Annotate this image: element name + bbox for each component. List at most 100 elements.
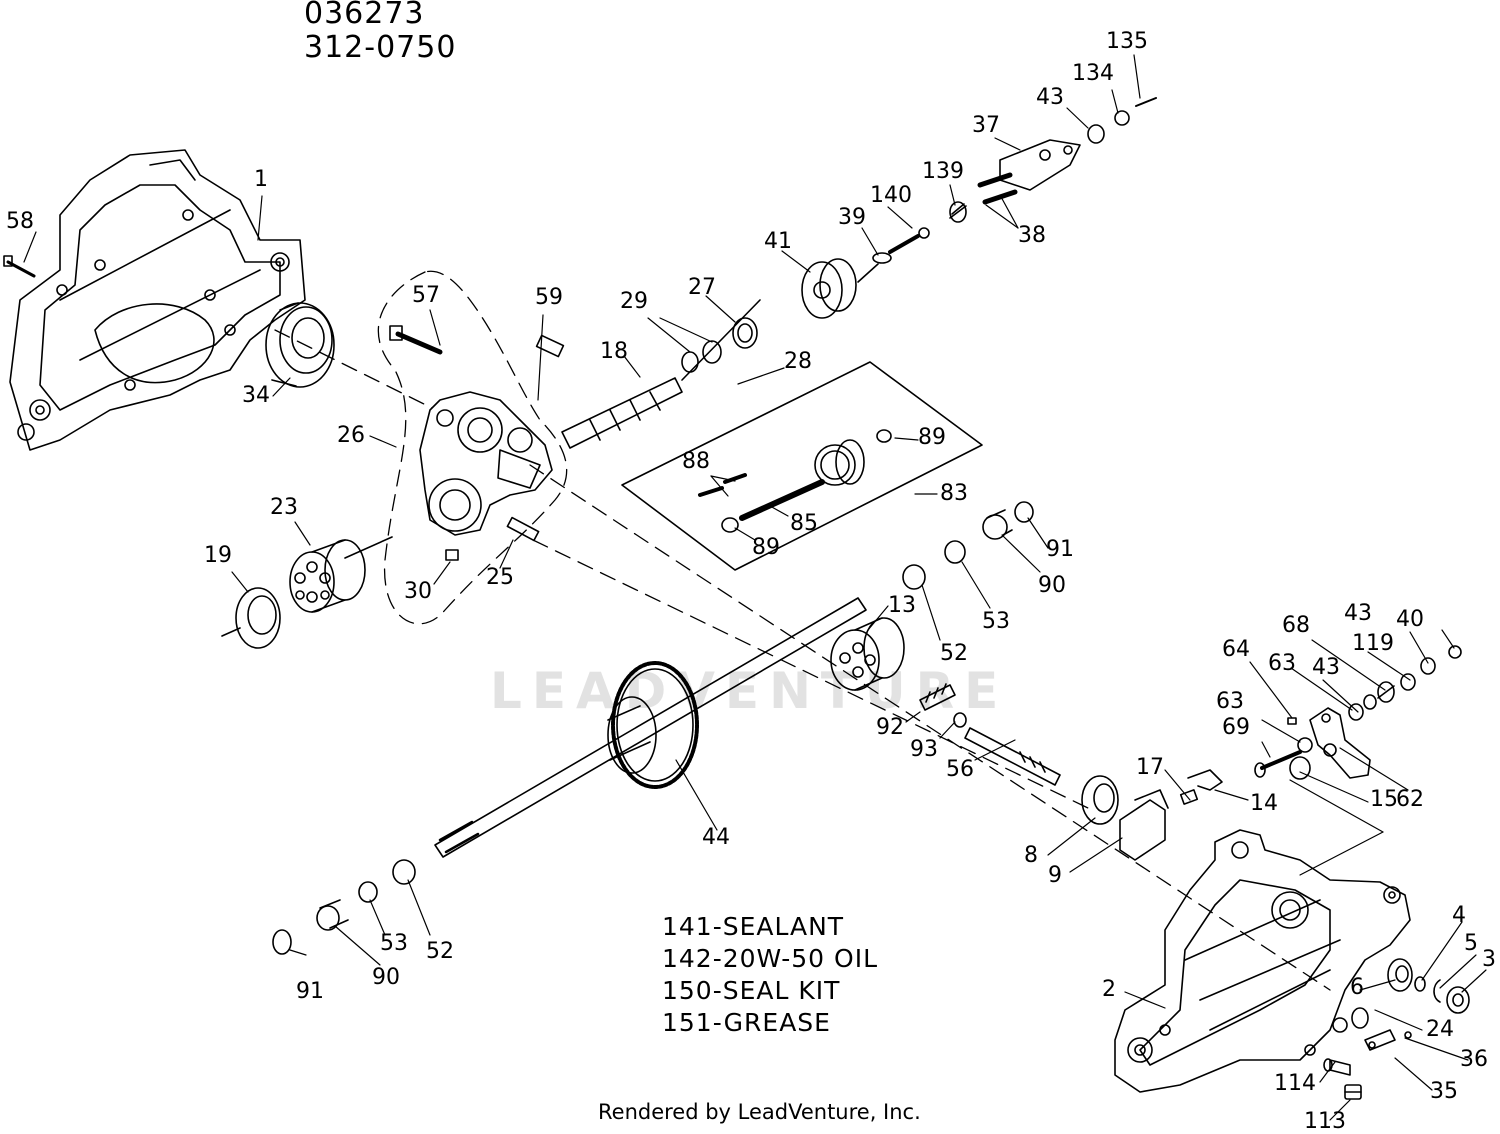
callout-69[interactable]: 69 <box>1222 715 1250 740</box>
washer-53-upper <box>944 540 966 564</box>
diagram-number: 036273 <box>304 0 425 31</box>
callout-3[interactable]: 3 <box>1482 947 1496 972</box>
callout-53-lower[interactable]: 53 <box>380 931 408 956</box>
callout-43-mid[interactable]: 43 <box>1312 655 1340 680</box>
pin-39 <box>872 252 892 264</box>
callout-24[interactable]: 24 <box>1426 1017 1454 1042</box>
callout-2[interactable]: 2 <box>1102 977 1116 1002</box>
ring-gear-44 <box>607 661 699 789</box>
callout-36[interactable]: 36 <box>1460 1047 1488 1072</box>
callout-17[interactable]: 17 <box>1136 755 1164 780</box>
callout-89-bottom[interactable]: 89 <box>752 535 780 560</box>
ring-4 <box>1414 976 1426 992</box>
spacer-119 <box>1400 673 1416 691</box>
pins-88 <box>698 473 747 497</box>
callout-139[interactable]: 139 <box>922 159 964 184</box>
callout-135[interactable]: 135 <box>1106 29 1148 54</box>
fitting-114 <box>1323 1058 1351 1076</box>
callout-62[interactable]: 62 <box>1396 787 1424 812</box>
washer-63-upper <box>1348 703 1364 721</box>
callout-92[interactable]: 92 <box>876 715 904 740</box>
note-grease: 151-GREASE <box>662 1008 831 1037</box>
callout-68[interactable]: 68 <box>1282 613 1310 638</box>
callout-91-lower[interactable]: 91 <box>296 979 324 1004</box>
callout-91-upper[interactable]: 91 <box>1046 537 1074 562</box>
callout-64[interactable]: 64 <box>1222 637 1250 662</box>
cylinder-block-23 <box>289 539 366 613</box>
callout-27[interactable]: 27 <box>688 275 716 300</box>
callout-14[interactable]: 14 <box>1250 791 1278 816</box>
callout-40[interactable]: 40 <box>1396 607 1424 632</box>
callout-8[interactable]: 8 <box>1024 843 1038 868</box>
callout-90-lower[interactable]: 90 <box>372 965 400 990</box>
callout-52-upper[interactable]: 52 <box>940 641 968 666</box>
washer-89-top <box>876 429 892 443</box>
callout-56[interactable]: 56 <box>946 757 974 782</box>
key-30 <box>445 549 459 561</box>
callout-35[interactable]: 35 <box>1430 1079 1458 1104</box>
callout-53-upper[interactable]: 53 <box>982 609 1010 634</box>
callout-25[interactable]: 25 <box>486 565 514 590</box>
thrust-bearing-19 <box>221 587 281 649</box>
guide-lines <box>274 270 1331 991</box>
nut-40 <box>1448 645 1462 659</box>
kit-83-frame <box>621 361 983 571</box>
callout-44[interactable]: 44 <box>702 825 730 850</box>
callout-134[interactable]: 134 <box>1072 61 1114 86</box>
callout-52-lower[interactable]: 52 <box>426 939 454 964</box>
ring-29 <box>681 351 699 373</box>
seal-15 <box>1289 756 1311 780</box>
callout-83[interactable]: 83 <box>940 481 968 506</box>
callout-43-top[interactable]: 43 <box>1036 85 1064 110</box>
callout-38[interactable]: 38 <box>1018 223 1046 248</box>
callout-4[interactable]: 4 <box>1452 903 1466 928</box>
note-oil: 142-20W-50 OIL <box>662 944 879 973</box>
callout-93[interactable]: 93 <box>910 737 938 762</box>
callout-57[interactable]: 57 <box>412 283 440 308</box>
callout-90-upper[interactable]: 90 <box>1038 573 1066 598</box>
swashplate-41 <box>801 258 857 319</box>
callout-119[interactable]: 119 <box>1352 631 1394 656</box>
cap-3 <box>1446 986 1470 1014</box>
leader-lines <box>23 54 1487 1121</box>
callout-30[interactable]: 30 <box>404 579 432 604</box>
callout-114[interactable]: 114 <box>1274 1071 1316 1096</box>
callout-63-upper[interactable]: 63 <box>1268 651 1296 676</box>
callout-26[interactable]: 26 <box>337 423 365 448</box>
washer-24 <box>1351 1007 1369 1029</box>
callout-39[interactable]: 39 <box>838 205 866 230</box>
pin-64 <box>1287 717 1297 725</box>
callout-13[interactable]: 13 <box>888 593 916 618</box>
plug-113 <box>1344 1084 1362 1100</box>
callout-37[interactable]: 37 <box>972 113 1000 138</box>
callout-63-lower[interactable]: 63 <box>1216 689 1244 714</box>
callout-19[interactable]: 19 <box>204 543 232 568</box>
callout-29[interactable]: 29 <box>620 289 648 314</box>
callout-59[interactable]: 59 <box>535 285 563 310</box>
callout-88[interactable]: 88 <box>682 449 710 474</box>
callout-34[interactable]: 34 <box>242 383 270 408</box>
gear-83 <box>814 439 865 486</box>
callout-6[interactable]: 6 <box>1350 975 1364 1000</box>
washer-43-right <box>1420 657 1436 675</box>
callout-58[interactable]: 58 <box>6 209 34 234</box>
callout-15[interactable]: 15 <box>1370 787 1398 812</box>
callout-85[interactable]: 85 <box>790 511 818 536</box>
callout-23[interactable]: 23 <box>270 495 298 520</box>
part-number: 312-0750 <box>304 30 457 65</box>
callout-113[interactable]: 113 <box>1304 1109 1346 1134</box>
callout-18[interactable]: 18 <box>600 339 628 364</box>
callout-28[interactable]: 28 <box>784 349 812 374</box>
callout-140[interactable]: 140 <box>870 183 912 208</box>
callout-9[interactable]: 9 <box>1048 863 1062 888</box>
callout-41[interactable]: 41 <box>764 229 792 254</box>
nut-134 <box>1114 110 1130 126</box>
washer-53-lower <box>358 881 378 903</box>
spacer-90-upper <box>982 509 1013 540</box>
pins-38 <box>977 172 1018 205</box>
callout-43-right[interactable]: 43 <box>1344 601 1372 626</box>
callout-89-top[interactable]: 89 <box>918 425 946 450</box>
callout-1[interactable]: 1 <box>254 167 268 192</box>
callout-5[interactable]: 5 <box>1464 931 1478 956</box>
